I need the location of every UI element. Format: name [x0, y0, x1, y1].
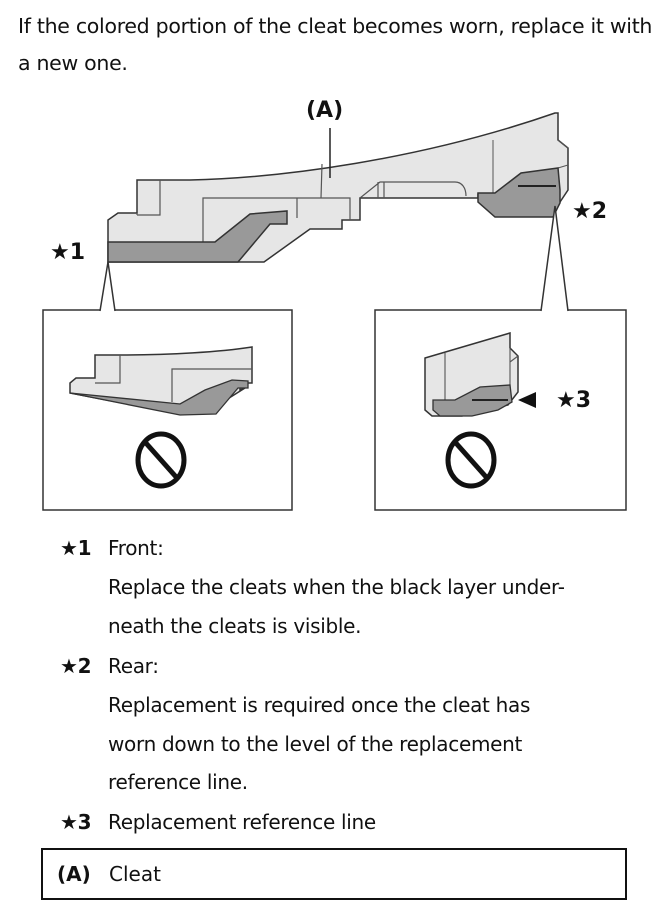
note-line: Replace the cleats when the black layer … — [108, 575, 565, 599]
cleat-diagram: (A) ★1 ★2 ★3 — [42, 98, 627, 511]
cleat-side-view: (A) ★1 ★2 — [50, 98, 607, 265]
legend-box: (A) Cleat — [41, 848, 627, 900]
note-front: ★1 Front: — [60, 536, 164, 560]
rear-worn-layer — [477, 167, 561, 218]
note-line: neath the cleats is visible. — [108, 613, 362, 638]
note-mark: ★1 — [60, 536, 92, 560]
note-rear: ★2 Rear: — [60, 654, 159, 678]
note-reference-line: ★3 Replacement reference line — [60, 810, 376, 834]
callout-a-label: (A) — [306, 98, 343, 123]
note-rear-body: Replacement is required once the cleat h… — [108, 686, 628, 802]
prohibited-icon — [445, 431, 497, 489]
legend-value: Cleat — [109, 862, 161, 886]
arrow-icon — [518, 392, 536, 408]
note-title: Replacement reference line — [108, 810, 376, 834]
callout-front-label: ★1 — [50, 240, 85, 265]
note-mark: ★3 — [60, 810, 92, 834]
front-detail-panel — [42, 261, 293, 511]
intro-text: If the colored portion of the cleat beco… — [18, 14, 653, 75]
callout-ref-line-label: ★3 — [556, 388, 591, 413]
note-line: worn down to the level of the replacemen… — [108, 731, 523, 756]
note-line: Replacement is required once the cleat h… — [108, 693, 531, 717]
legend-key: (A) — [57, 862, 91, 886]
note-title: Front: — [108, 536, 164, 560]
cleat-body — [107, 112, 569, 263]
note-front-body: Replace the cleats when the black layer … — [108, 568, 628, 645]
note-title: Rear: — [108, 654, 159, 678]
callout-rear-label: ★2 — [572, 199, 607, 224]
prohibited-icon — [135, 431, 187, 489]
note-line: reference line. — [108, 770, 248, 794]
rear-detail-panel: ★3 — [374, 205, 627, 511]
front-worn-layer — [107, 210, 288, 263]
note-mark: ★2 — [60, 654, 92, 678]
